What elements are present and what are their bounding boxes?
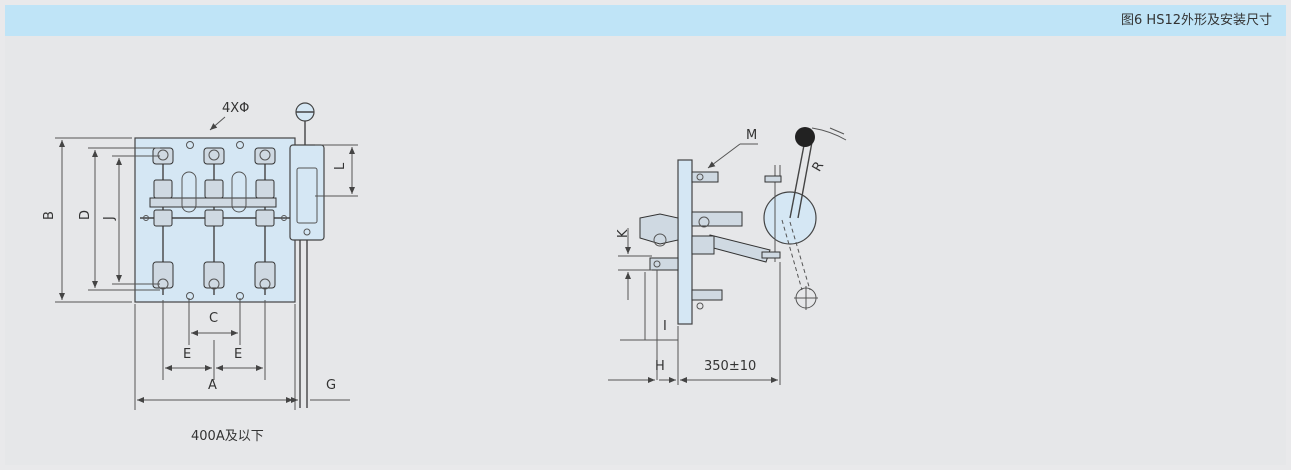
label-D: D — [78, 210, 93, 220]
mounting-holes — [143, 141, 287, 300]
label-depth: 350±10 — [704, 359, 756, 374]
label-E-left: E — [183, 347, 191, 362]
label-I: I — [663, 319, 667, 334]
cross-bar — [149, 197, 277, 208]
label-B: B — [42, 211, 57, 220]
label-H: H — [655, 359, 665, 374]
front-view: 4XΦ B D J L C E E — [42, 101, 358, 444]
label-G: G — [326, 378, 336, 393]
header-bar: 图6 HS12外形及安装尺寸 — [5, 5, 1286, 36]
label-J: J — [102, 216, 117, 221]
label-hole: 4XΦ — [222, 101, 249, 116]
middle-contacts — [153, 179, 275, 227]
label-R: R — [810, 159, 828, 174]
front-view-caption: 400A及以下 — [191, 429, 264, 444]
figure-title: 图6 HS12外形及安装尺寸 — [1121, 13, 1272, 28]
side-view: R M K I H 350±10 — [608, 127, 847, 385]
bottom-terminals — [152, 261, 276, 290]
operating-handle — [289, 102, 325, 408]
label-M: M — [746, 128, 757, 143]
handle-knob-icon — [795, 127, 815, 147]
top-terminals — [152, 147, 276, 165]
label-K: K — [616, 229, 631, 238]
label-A: A — [208, 378, 217, 393]
label-C: C — [209, 311, 218, 326]
label-L: L — [333, 162, 348, 170]
label-E-right: E — [234, 347, 242, 362]
side-base-plate — [677, 159, 693, 325]
